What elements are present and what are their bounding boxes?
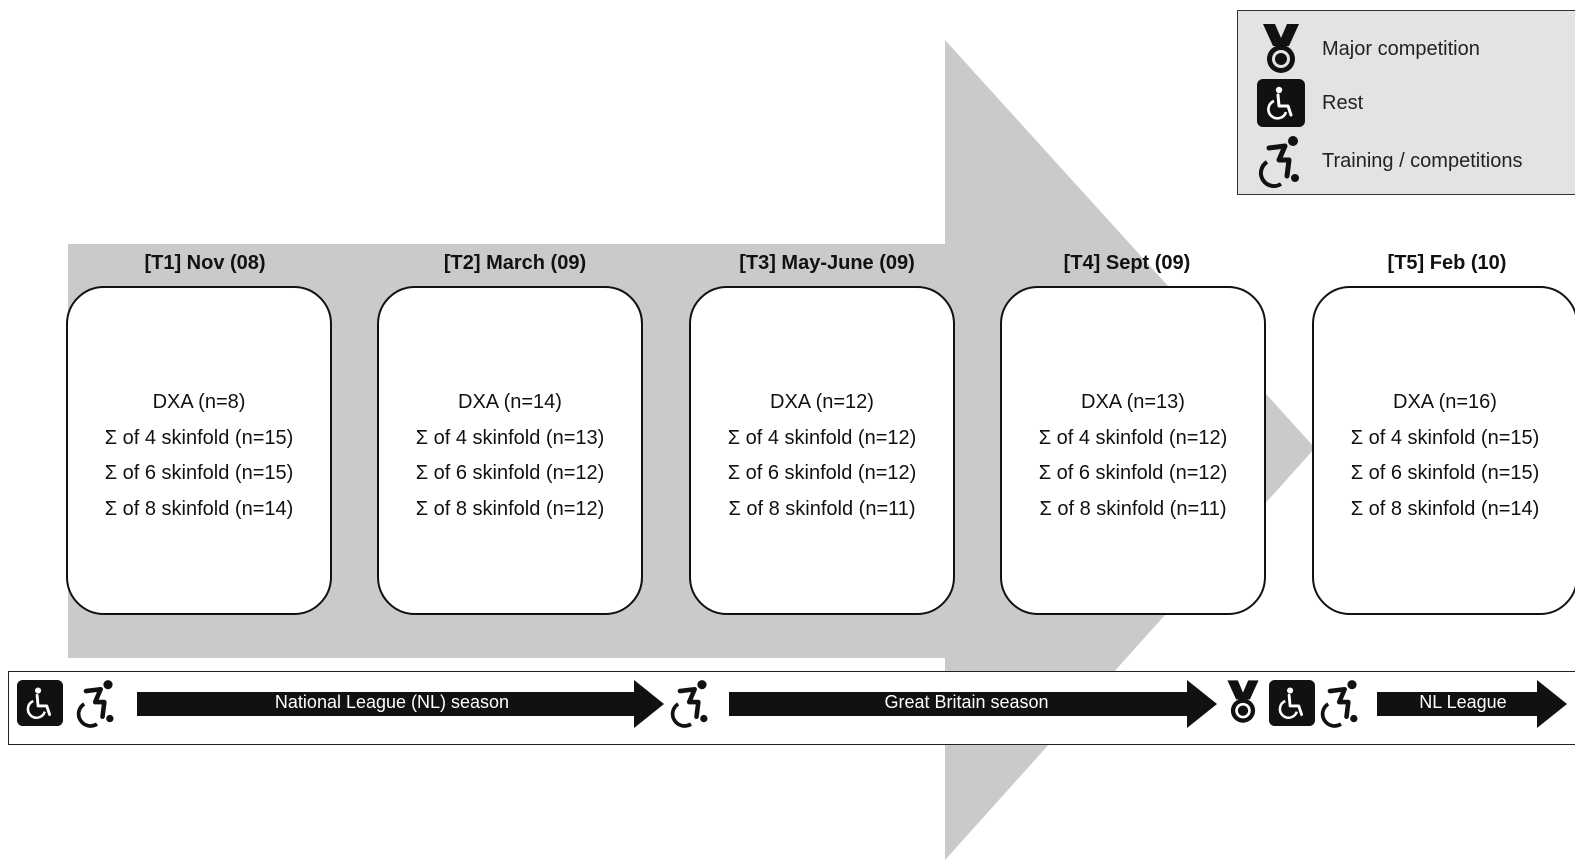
stage-line: Σ of 6 skinfold (n=12) <box>727 462 917 484</box>
stage-line: Σ of 4 skinfold (n=12) <box>727 426 917 449</box>
stage-line: Σ of 8 skinfold (n=11) <box>1039 497 1227 520</box>
season-arrow-gb: Great Britain season <box>729 680 1217 728</box>
wheelchair-rest-icon <box>17 680 63 726</box>
stage-box-t5: DXA (n=16) Σ of 4 skinfold (n=15) Σ of 6… <box>1312 286 1575 615</box>
stage-box-t2: DXA (n=14) Σ of 4 skinfold (n=13) Σ of 6… <box>377 286 643 615</box>
stage-line: Σ of 6 skinfold (n=12) <box>1038 462 1228 484</box>
stage-line: DXA (n=8) <box>152 391 246 413</box>
stage-line: DXA (n=16) <box>1393 391 1497 413</box>
stage-line: DXA (n=12) <box>770 391 874 413</box>
stage-box-t4: DXA (n=13) Σ of 4 skinfold (n=12) Σ of 6… <box>1000 286 1266 615</box>
stage-line: Σ of 6 skinfold (n=15) <box>1350 462 1540 484</box>
stage-box-t1: DXA (n=8) Σ of 4 skinfold (n=15) Σ of 6 … <box>66 286 332 615</box>
medal-icon <box>1224 678 1262 726</box>
stage-line: Σ of 8 skinfold (n=14) <box>104 497 294 520</box>
season-label: National League (NL) season <box>274 692 510 712</box>
stage-heading-t2: [T2] March (09) <box>443 252 587 274</box>
legend-label: Major competition <box>1322 37 1480 60</box>
stage-line: Σ of 4 skinfold (n=15) <box>1350 426 1540 449</box>
legend-item-major-competition: Major competition <box>1256 21 1480 77</box>
stage-line: Σ of 8 skinfold (n=11) <box>728 497 916 520</box>
stage-line: Σ of 8 skinfold (n=14) <box>1350 497 1540 520</box>
stage-box-t3: DXA (n=12) Σ of 4 skinfold (n=12) Σ of 6… <box>689 286 955 615</box>
active-wheelchair-icon <box>1319 678 1363 728</box>
active-wheelchair-icon <box>1256 135 1306 188</box>
legend: Major competition Rest Training / compet… <box>1237 10 1575 195</box>
stage-line: Σ of 4 skinfold (n=15) <box>104 426 294 449</box>
stage-heading-t5: [T5] Feb (10) <box>1387 252 1507 274</box>
stage-heading-t3: [T3] May-June (09) <box>739 252 915 274</box>
stage-line: Σ of 6 skinfold (n=12) <box>415 462 605 484</box>
season-label: Great Britain season <box>884 692 1049 712</box>
legend-label: Training / competitions <box>1322 149 1523 172</box>
season-timeline: National League (NL) season Great Britai… <box>8 671 1575 745</box>
stage-heading-t1: [T1] Nov (08) <box>144 252 266 274</box>
wheelchair-rest-icon <box>1269 680 1315 726</box>
medal-icon <box>1256 23 1306 75</box>
season-label: NL League <box>1419 692 1507 712</box>
active-wheelchair-icon <box>75 678 119 728</box>
stage-heading-t4: [T4] Sept (09) <box>1063 252 1191 274</box>
wheelchair-rest-icon <box>1256 77 1306 129</box>
legend-item-rest: Rest <box>1256 75 1363 131</box>
stage-line: Σ of 6 skinfold (n=15) <box>104 462 294 484</box>
active-wheelchair-icon <box>669 678 713 728</box>
stage-line: Σ of 8 skinfold (n=12) <box>415 497 605 520</box>
stage-line: Σ of 4 skinfold (n=13) <box>415 426 605 449</box>
season-arrow-nl-league: NL League <box>1377 680 1567 728</box>
stage-line: DXA (n=13) <box>1081 391 1185 413</box>
stage-line: DXA (n=14) <box>458 391 562 413</box>
legend-label: Rest <box>1322 91 1364 114</box>
season-arrow-nl: National League (NL) season <box>137 680 664 728</box>
stage-line: Σ of 4 skinfold (n=12) <box>1038 426 1228 449</box>
legend-item-training: Training / competitions <box>1256 133 1522 189</box>
